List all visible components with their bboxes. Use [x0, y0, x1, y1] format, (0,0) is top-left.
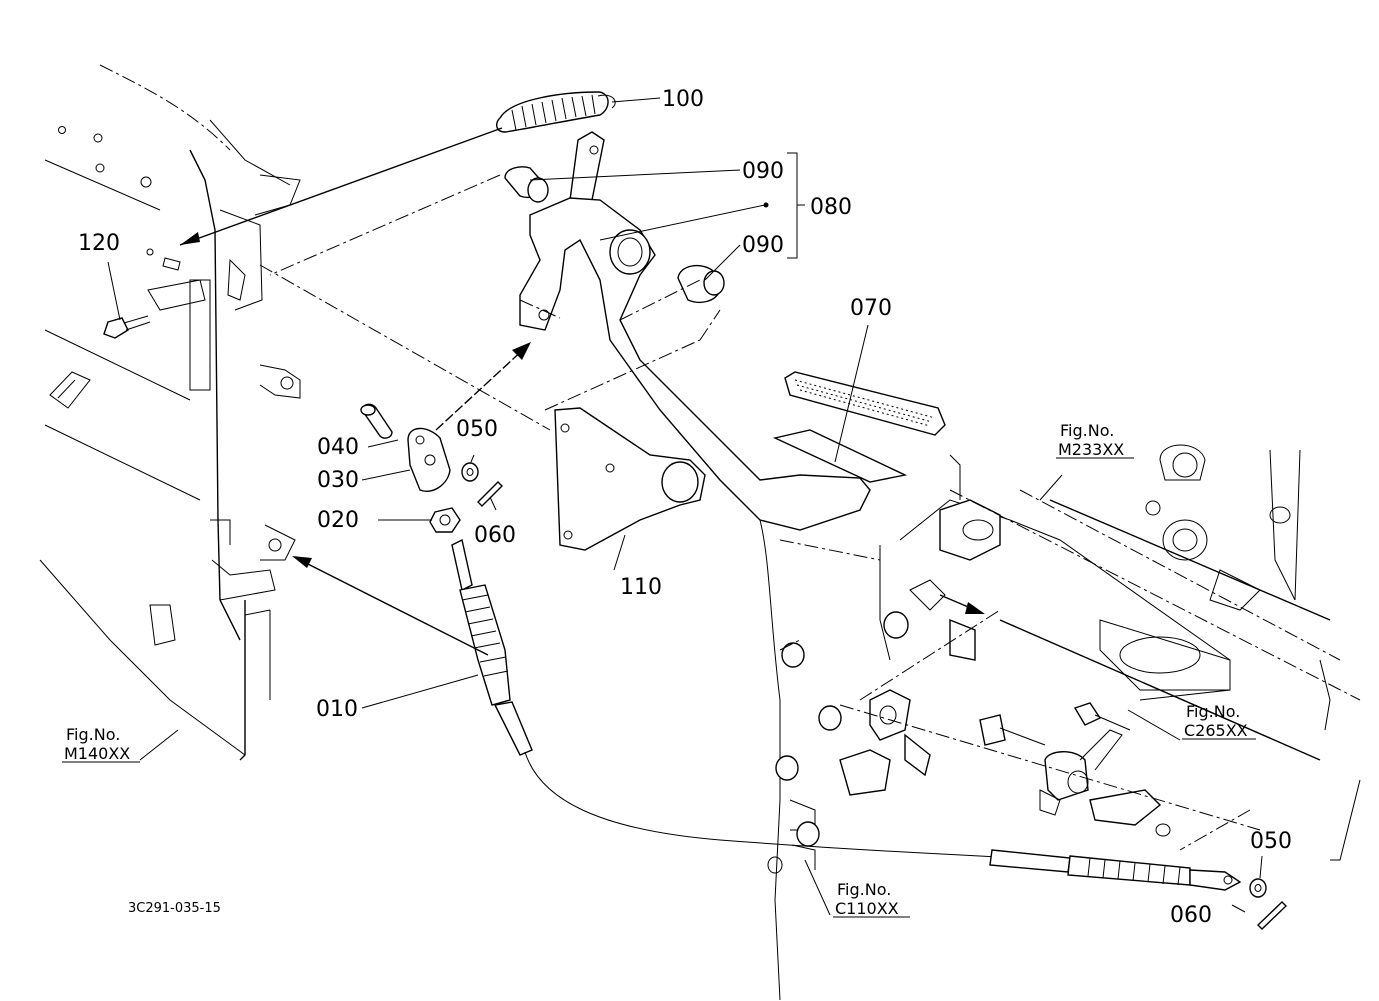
- label-010: 010: [316, 697, 358, 722]
- assembly-arrows: [179, 127, 985, 656]
- label-090-upper: 090: [742, 159, 784, 184]
- pin-040[interactable]: [360, 403, 393, 439]
- label-060-right: 060: [1170, 903, 1212, 928]
- label-030: 030: [317, 468, 359, 493]
- cable-010[interactable]: [451, 538, 1242, 891]
- cotter-pin-060-right[interactable]: [1256, 901, 1288, 930]
- washer-050-left[interactable]: [461, 462, 479, 482]
- label-120: 120: [78, 231, 120, 256]
- fig-ref-c110-prefix[interactable]: Fig.No.: [837, 880, 891, 899]
- label-050-left: 050: [456, 417, 498, 442]
- figure-references: Fig.No. M140XX Fig.No. M233XX Fig.No. C2…: [64, 421, 1248, 918]
- figure-ref-underlines: [62, 457, 1256, 918]
- spring-100[interactable]: [496, 91, 616, 133]
- label-080: 080: [810, 195, 852, 220]
- label-060-left: 060: [474, 523, 516, 548]
- fig-ref-m140-code[interactable]: M140XX: [64, 744, 130, 763]
- fig-ref-m233-prefix[interactable]: Fig.No.: [1060, 421, 1114, 440]
- label-100: 100: [662, 87, 704, 112]
- bracket-110[interactable]: [554, 407, 706, 551]
- fig-ref-c265-prefix[interactable]: Fig.No.: [1186, 702, 1240, 721]
- pedal-pad-070[interactable]: [772, 371, 946, 483]
- part-labels: 100 090 080 090 070 120 040 050 030 020 …: [78, 87, 1292, 928]
- washer-050-right[interactable]: [1249, 878, 1267, 898]
- centerlines: [259, 174, 1261, 851]
- nut-020[interactable]: [429, 507, 461, 533]
- pedal-arm-080[interactable]: [519, 131, 871, 531]
- cotter-pin-060-left[interactable]: [477, 481, 503, 507]
- fig-ref-c110-code[interactable]: C110XX: [835, 899, 899, 918]
- label-110: 110: [620, 575, 662, 600]
- transmission-housing: [759, 444, 1361, 1001]
- label-050-right: 050: [1250, 829, 1292, 854]
- left-frame-panel: [39, 64, 301, 761]
- leader-lines: [107, 97, 1263, 916]
- fig-ref-m140-prefix[interactable]: Fig.No.: [66, 725, 120, 744]
- bolt-120[interactable]: [103, 315, 151, 339]
- label-040: 040: [317, 435, 359, 460]
- bushing-090-lower[interactable]: [677, 264, 725, 303]
- fig-ref-m233-code[interactable]: M233XX: [1058, 440, 1124, 459]
- diagram-code: 3C291-035-15: [128, 901, 221, 916]
- label-090-lower: 090: [742, 233, 784, 258]
- fig-ref-c265-code[interactable]: C265XX: [1184, 721, 1248, 740]
- label-070: 070: [850, 296, 892, 321]
- clevis-030[interactable]: [407, 427, 451, 492]
- bushing-090-upper[interactable]: [504, 166, 549, 203]
- label-020: 020: [317, 508, 359, 533]
